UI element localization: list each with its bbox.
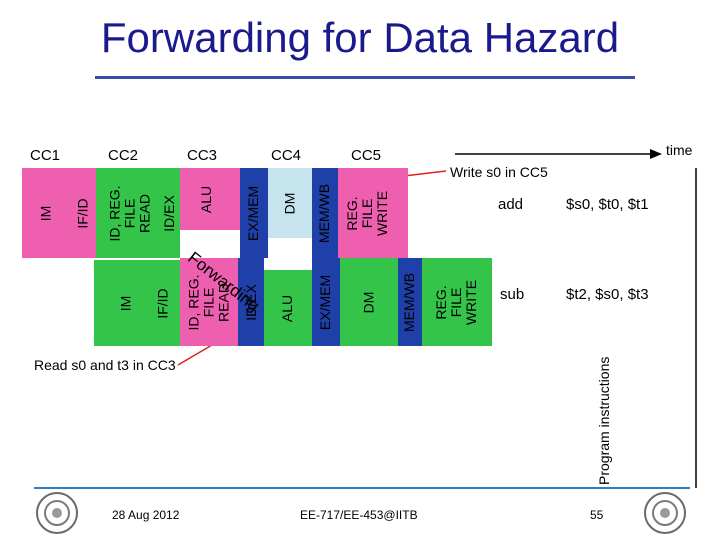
cc2-label: CC2 xyxy=(108,147,139,164)
footer-page-number: 55 xyxy=(590,508,604,522)
iitb-logo-right-icon xyxy=(644,492,686,534)
memwb-reg-2: MEM/WB xyxy=(398,258,422,346)
id-line2-1: FILE xyxy=(121,198,138,228)
write-note: Write s0 in CC5 xyxy=(450,164,548,180)
stage-wb-2: REG. FILE WRITE xyxy=(422,258,492,346)
exmem-reg-1: EX/MEM xyxy=(240,168,268,258)
cc4-label: CC4 xyxy=(271,147,302,164)
exmem-reg-2: EX/MEM xyxy=(312,258,340,346)
idex-label-1: ID/EX xyxy=(160,194,177,232)
dm-label-2: DM xyxy=(360,291,377,313)
memwb-label-1b: MEM/WB xyxy=(316,183,333,243)
cc5-label: CC5 xyxy=(351,147,382,164)
stage-ex-2: ALU xyxy=(264,270,312,346)
alu-label-2: ALU xyxy=(279,294,296,322)
stage-id-1: ID, REG. FILE READ ID/EX xyxy=(96,168,180,258)
time-label: time xyxy=(666,142,693,158)
memwb-label-2: MEM/WB xyxy=(401,272,418,332)
instr-2-args: $t2, $s0, $t3 xyxy=(566,286,649,303)
alu-label-1: ALU xyxy=(198,185,215,213)
stage-mem-1: DM xyxy=(268,168,312,238)
cc3-label: CC3 xyxy=(187,147,218,164)
dm-label-1: DM xyxy=(281,192,298,214)
instr-1-args: $s0, $t0, $t1 xyxy=(566,196,649,213)
stage-mem-2: DM xyxy=(340,258,398,346)
slide-title: Forwarding for Data Hazard xyxy=(100,14,620,61)
cc1-label: CC1 xyxy=(30,147,61,164)
ifid-label-2: IF/ID xyxy=(154,287,171,319)
id-line1-2: ID, REG. xyxy=(185,273,202,331)
ifid-label-1: IF/ID xyxy=(74,197,91,229)
wb-line3-2: WRITE xyxy=(463,279,480,325)
read-note: Read s0 and t3 in CC3 xyxy=(34,357,176,373)
program-instructions-label: Program instructions xyxy=(596,356,612,485)
instr-2-op: sub xyxy=(500,286,525,303)
memwb-reg-1: MEM/WB xyxy=(312,168,338,258)
stage-ex-1: ALU xyxy=(180,168,240,230)
exmem-label-2: EX/MEM xyxy=(317,274,334,330)
id-line1-1: ID, REG. xyxy=(106,184,123,242)
im-label-1: IM xyxy=(37,205,54,221)
idex-reg-2: ID/EX xyxy=(238,258,264,346)
stage-id-2: ID, REG. FILE READ xyxy=(180,258,238,346)
wb-write-line3-1: WRITE xyxy=(374,190,391,236)
title-underline xyxy=(95,76,635,79)
id-line3-1: READ xyxy=(136,193,153,233)
instr-1-op: add xyxy=(498,196,524,213)
footer-date: 28 Aug 2012 xyxy=(112,508,180,522)
exmem-label-1: EX/MEM xyxy=(245,185,262,241)
iitb-logo-left-icon xyxy=(36,492,78,534)
footer-course: EE-717/EE-453@IITB xyxy=(300,508,418,522)
im-label-2: IM xyxy=(117,295,134,311)
stage-if-2: IM IF/ID xyxy=(94,260,180,346)
